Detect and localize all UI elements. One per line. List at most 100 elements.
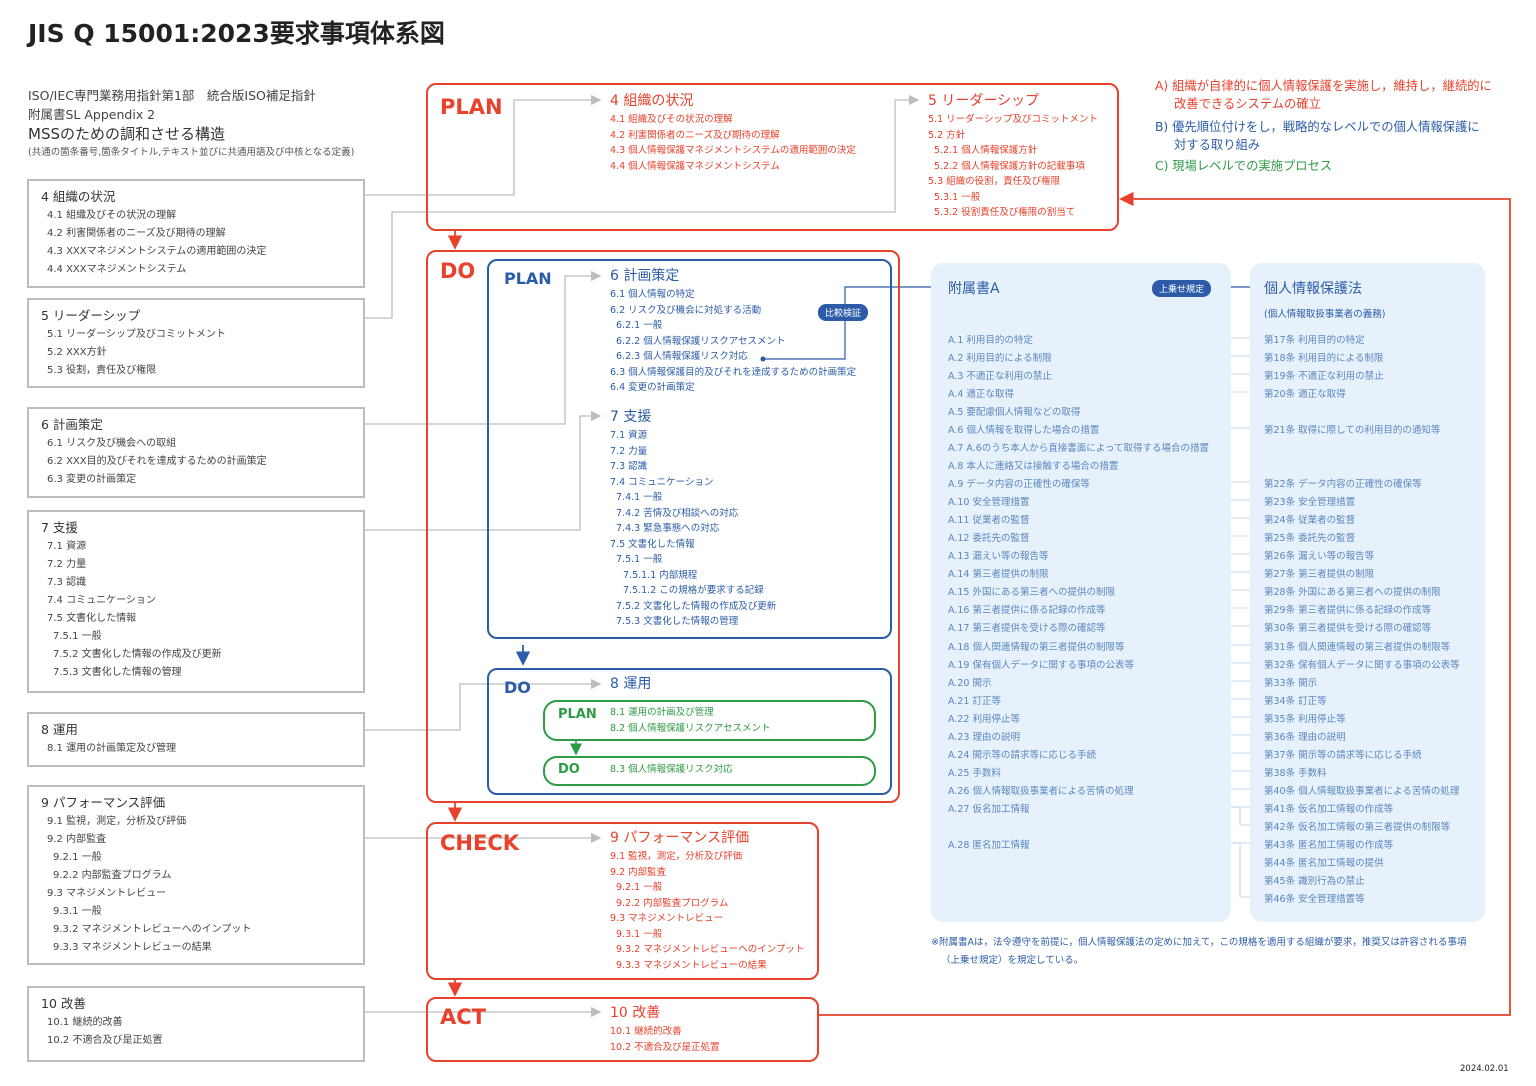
law-item: 第27条 第三者提供の制限 — [1264, 569, 1375, 580]
left-box-item: 9.3.3 マネジメントレビューの結果 — [53, 942, 212, 953]
note-a: A) 組織が自律的に個人情報保護を実施し，維持し，継続的に 改善できるシステムの… — [1155, 77, 1492, 113]
annex-a-item: A.19 保有個人データに関する事項の公表等 — [948, 660, 1134, 671]
annex-a-item: A.10 安全管理措置 — [948, 497, 1030, 508]
plan-label: PLAN — [440, 95, 503, 119]
law-item: 第45条 識別行為の禁止 — [1264, 876, 1365, 887]
operation-do-label: DO — [558, 762, 580, 777]
annex-a-item: A.6 個人情報を取得した場合の措置 — [948, 425, 1100, 436]
operation-item: 8.1 運用の計画及び管理 — [610, 707, 714, 718]
law-item: 第20条 適正な取得 — [1264, 389, 1346, 400]
annex-a-item: A.24 開示等の請求等に応じる手続 — [948, 750, 1096, 761]
left-box-item: 6.3 変更の計画策定 — [47, 474, 137, 485]
section-item: 4.4 個人情報保護マネジメントシステム — [610, 160, 780, 172]
left-box-heading: 7 支援 — [41, 520, 78, 535]
annex-a-item: A.15 外国にある第三者への提供の制限 — [948, 587, 1115, 598]
left-box-heading: 8 運用 — [41, 722, 78, 737]
section-item: 4.2 利害関係者のニーズ及び期待の理解 — [610, 129, 780, 141]
annex-a-item: A.22 利用停止等 — [948, 714, 1020, 725]
law-item: 第33条 開示 — [1264, 678, 1318, 689]
annex-a-item: A.20 開示 — [948, 678, 992, 689]
law-item: 第25条 委託先の監督 — [1264, 533, 1356, 544]
law-item: 第18条 利用目的による制限 — [1264, 353, 1384, 364]
annex-a-item: A.18 個人関連情報の第三者提供の制限等 — [948, 642, 1125, 653]
left-box-heading: 5 リーダーシップ — [41, 308, 141, 323]
left-box-heading: 4 組織の状況 — [41, 189, 116, 204]
left-box-item: 9.3.1 一般 — [53, 906, 102, 917]
section-item: 9.3.1 一般 — [616, 928, 663, 940]
uwanose-badge: 上乗せ規定 — [1152, 280, 1212, 297]
law-item: 第28条 外国にある第三者への提供の制限 — [1264, 587, 1441, 598]
annex-a-item: A.14 第三者提供の制限 — [948, 569, 1049, 580]
section-item: 9.3 マネジメントレビュー — [610, 913, 724, 924]
section-item: 9.3.2 マネジメントレビューへのインプット — [616, 944, 805, 955]
left-box-item: 7.1 資源 — [47, 541, 87, 552]
law-item: 第31条 個人関連情報の第三者提供の制限等 — [1264, 642, 1451, 653]
left-box-item: 7.5.3 文書化した情報の管理 — [53, 667, 182, 678]
section-item: 9.3.3 マネジメントレビューの結果 — [616, 959, 767, 971]
left-box-item: 6.2 XXX目的及びそれを達成するための計画策定 — [47, 456, 267, 467]
annex-a-item: A.16 第三者提供に係る記録の作成等 — [948, 605, 1106, 616]
law-item: 第37条 開示等の請求等に応じる手続 — [1264, 750, 1422, 761]
iso-header-line3: MSSのための調和させる構造 — [28, 125, 225, 143]
act-box — [426, 997, 819, 1062]
section-item: 6.4 変更の計画策定 — [610, 382, 695, 393]
left-box-item: 7.5.1 一般 — [53, 631, 102, 642]
footnote-line1: ※附属書Aは，法令遵守を前提に，個人情報保護法の定めに加えて，この規格を適用する… — [931, 937, 1467, 948]
note-b-line1: B) 優先順位付けをし，戦略的なレベルでの個人情報保護に — [1155, 120, 1480, 134]
left-box-item: 4.4 XXXマネジメントシステム — [47, 264, 187, 275]
do-label: DO — [440, 259, 476, 283]
section-item: 5.3.2 役割責任及び権限の割当て — [934, 207, 1076, 218]
section-item: 9.2 内部監査 — [610, 866, 667, 878]
section-8: 8 運用 — [610, 673, 651, 695]
law-item: 第24条 従業者の監督 — [1264, 515, 1356, 526]
annex-a-item: A.26 個人情報取扱事業者による苦情の処理 — [948, 786, 1134, 797]
section-item: 7.5.1.2 この規格が要求する記録 — [623, 585, 764, 596]
law-item: 第23条 安全管理措置 — [1264, 497, 1356, 508]
annex-a-item: A.21 訂正等 — [948, 696, 1001, 707]
note-a-line2: 改善できるシステムの確立 — [1174, 97, 1321, 111]
section-item: 7.4.3 緊急事態への対応 — [616, 523, 720, 534]
annex-a-item: A.23 理由の説明 — [948, 732, 1020, 743]
section-item: 5.3.1 一般 — [934, 191, 981, 203]
section-item: 6.2.3 個人情報保護リスク対応 — [616, 351, 748, 362]
inner-do-label: DO — [504, 678, 531, 697]
check-box — [426, 822, 819, 980]
section-item: 7.1 資源 — [610, 430, 648, 441]
annex-a-item: A.3 不適正な利用の禁止 — [948, 371, 1052, 382]
page-title: JIS Q 15001:2023要求事項体系図 — [28, 19, 445, 48]
left-box-item: 9.2.1 一般 — [53, 852, 102, 863]
section-item: 7.2 力量 — [610, 445, 648, 457]
comparison-badge: 比較検証 — [818, 304, 869, 321]
law-item: 第43条 匿名加工情報の作成等 — [1264, 840, 1394, 851]
annex-a-item: A.11 従業者の監督 — [948, 515, 1030, 526]
act-label: ACT — [440, 1005, 486, 1029]
left-box-heading: 6 計画策定 — [41, 417, 103, 432]
date: 2024.02.01 — [1460, 1064, 1509, 1074]
note-a-line1: A) 組織が自律的に個人情報保護を実施し，維持し，継続的に — [1155, 79, 1492, 93]
law-item: 第32条 保有個人データに関する事項の公表等 — [1264, 660, 1460, 671]
law-subtitle: (個人情報取扱事業者の義務) — [1264, 309, 1386, 320]
annex-a-item: A.17 第三者提供を受ける際の確認等 — [948, 623, 1106, 634]
annex-a-item: A.27 仮名加工情報 — [948, 804, 1030, 815]
inner-plan-label: PLAN — [504, 269, 552, 288]
annex-a-item: A.12 委託先の監督 — [948, 533, 1030, 544]
section-item: 5.2 方針 — [928, 129, 966, 141]
law-item: 第44条 匿名加工情報の提供 — [1264, 858, 1384, 869]
footnote-line2: （上乗せ規定）を規定している。 — [941, 955, 1084, 966]
annex-a-item: A.25 手数料 — [948, 768, 1001, 779]
annex-a-title: 附属書A — [948, 281, 1000, 297]
annex-a-item: A.13 漏えい等の報告等 — [948, 551, 1049, 562]
section-item: 7.5.1 一般 — [616, 554, 663, 565]
section-heading: 5 リーダーシップ — [928, 93, 1040, 109]
section-item: 7.4.1 一般 — [616, 492, 663, 503]
law-item: 第22条 データ内容の正確性の確保等 — [1264, 479, 1422, 490]
